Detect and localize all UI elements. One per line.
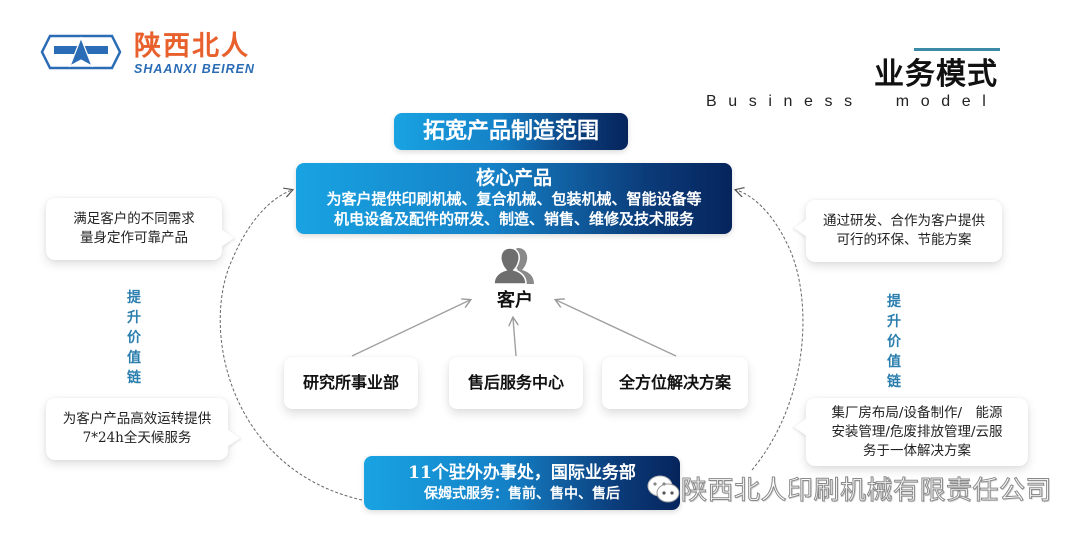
logo-emblem-icon bbox=[40, 34, 122, 70]
dept-after-sales: 售后服务中心 bbox=[449, 357, 583, 409]
value-chain-char: 提 bbox=[127, 290, 141, 306]
customer-label: 客户 bbox=[497, 290, 533, 311]
page-subtitle: Business model bbox=[706, 93, 998, 110]
core-product-line: 机电设备及配件的研发、制造、销售、维修及技术服务 bbox=[333, 210, 694, 228]
bubble-247-service: 为客户产品高效运转提供 7*24h全天候服务 bbox=[46, 398, 228, 460]
bubble-line: 可行的环保、节能方案 bbox=[836, 232, 972, 248]
bubble-line: 量身定作可靠产品 bbox=[80, 230, 188, 246]
bubble-line: 通过研发、合作为客户提供 bbox=[823, 213, 985, 229]
value-chain-label-left: 提 升 价 值 链 bbox=[122, 288, 146, 388]
value-chain-char: 链 bbox=[127, 370, 141, 386]
page-title: 业务模式 bbox=[874, 57, 998, 92]
dept-solutions: 全方位解决方案 bbox=[602, 357, 748, 409]
offices-banner: 11个驻外办事处，国际业务部 保姆式服务：售前、售中、售后 bbox=[364, 456, 680, 510]
offices-banner-desc: 保姆式服务：售前、售中、售后 bbox=[424, 486, 620, 502]
arrow-research-to-customer bbox=[351, 300, 470, 357]
expand-range-banner: 拓宽产品制造范围 bbox=[394, 113, 628, 150]
bubble-line: 集厂房布局/设备制作/ 能源 bbox=[831, 404, 1003, 421]
bubble-line: 为客户产品高效运转提供 bbox=[62, 411, 212, 427]
heading-accent-bar bbox=[914, 48, 1000, 51]
core-product-title: 核心产品 bbox=[475, 167, 552, 189]
bubble-custom-products: 满足客户的不同需求 量身定作可靠产品 bbox=[46, 198, 222, 260]
arrow-service-to-customer bbox=[513, 318, 516, 357]
bubble-line: 务于一体解决方案 bbox=[862, 442, 971, 459]
core-product-box: 核心产品 为客户提供印刷机械、复合机械、包装机械、智能设备等 机电设备及配件的研… bbox=[296, 163, 732, 234]
bubble-eco-solutions: 通过研发、合作为客户提供 可行的环保、节能方案 bbox=[806, 200, 1002, 262]
wechat-icon bbox=[647, 475, 680, 503]
company-logo: 陕西北人 SHAANXI BEIREN bbox=[40, 30, 280, 78]
left-cycle-arc bbox=[219, 190, 363, 501]
logo-name-en: SHAANXI BEIREN bbox=[134, 62, 255, 76]
arrow-solution-to-customer bbox=[556, 300, 677, 357]
value-chain-char: 链 bbox=[887, 374, 901, 390]
value-chain-char: 升 bbox=[127, 310, 141, 326]
offices-banner-title: 11个驻外办事处，国际业务部 bbox=[408, 463, 636, 483]
core-product-line: 为客户提供印刷机械、复合机械、包装机械、智能设备等 bbox=[326, 190, 702, 208]
value-chain-char: 值 bbox=[887, 354, 901, 370]
watermark-company-name: 陕西北人印刷机械有限责任公司 bbox=[680, 476, 1053, 507]
bubble-line: 安装管理/危废排放管理/云服 bbox=[831, 423, 1003, 440]
value-chain-label-right: 提 升 价 值 链 bbox=[882, 292, 906, 392]
users-icon bbox=[493, 247, 534, 284]
value-chain-char: 值 bbox=[127, 350, 141, 366]
bubble-integrated-solutions: 集厂房布局/设备制作/ 能源 安装管理/危废排放管理/云服 务于一体解决方案 bbox=[806, 398, 1028, 466]
right-cycle-arc bbox=[736, 190, 804, 471]
value-chain-char: 升 bbox=[887, 314, 901, 330]
value-chain-char: 价 bbox=[127, 330, 141, 346]
logo-name-cn: 陕西北人 bbox=[134, 31, 250, 62]
value-chain-char: 提 bbox=[887, 294, 901, 310]
value-chain-char: 价 bbox=[887, 334, 901, 350]
bubble-line: 7*24h全天候服务 bbox=[82, 430, 192, 446]
dept-research: 研究所事业部 bbox=[284, 357, 418, 409]
bubble-line: 满足客户的不同需求 bbox=[73, 211, 195, 227]
